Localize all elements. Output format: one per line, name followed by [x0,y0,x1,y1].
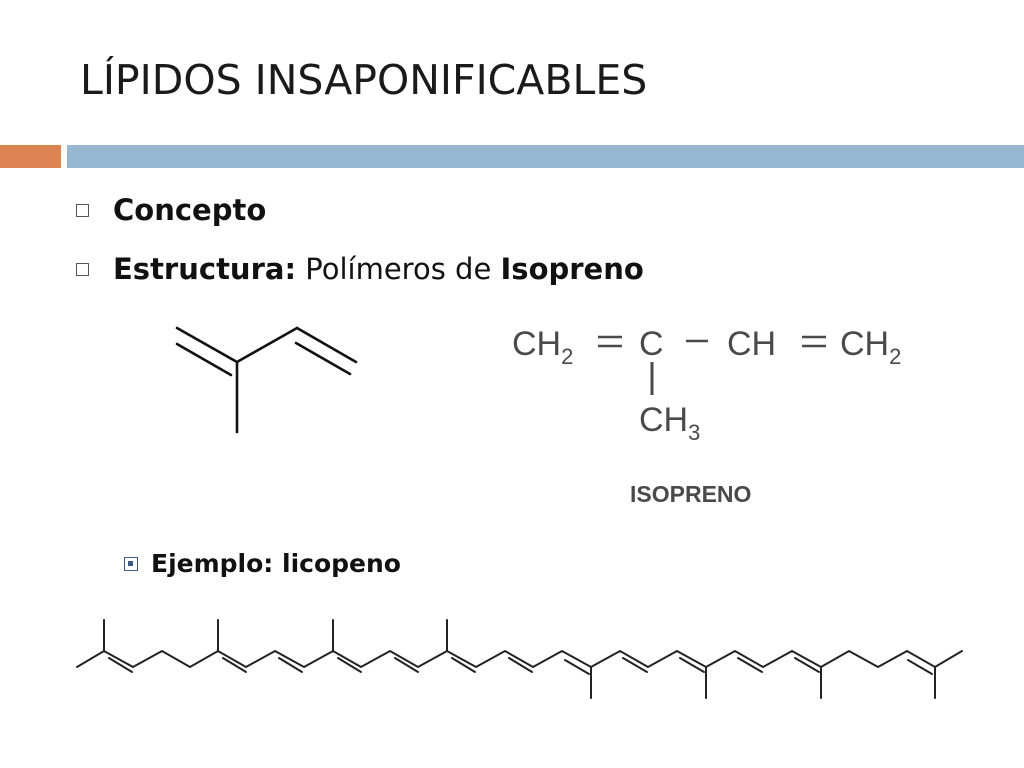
bullet-label-normal: Polímeros de [296,252,501,286]
sub-bullet-label: Ejemplo: licopeno [151,549,401,578]
formula-ch2-right: CH2 [840,325,901,369]
square-sub-bullet-icon [124,556,138,571]
bullet-label: Concepto [113,193,267,227]
bullet-label: Estructura: Polímeros de Isopreno [113,252,644,286]
bullet-label-bold-2: Isopreno [500,252,644,286]
accent-bar-orange [0,145,61,168]
formula-caption: ISOPRENO [630,481,751,507]
formula-c-center: C [639,325,664,363]
bullet-label-bold: Estructura: [113,252,297,286]
accent-bar-blue [67,145,1024,168]
square-bullet-icon [76,203,89,217]
formula-ch2-left: CH2 [512,325,573,369]
slide-title: LÍPIDOS INSAPONIFICABLES [80,56,648,104]
double-bond-icon [802,335,826,348]
formula-ch3: CH3 [639,401,700,445]
bullet-estructura: Estructura: Polímeros de Isopreno [76,252,644,286]
bullet-concepto: Concepto [76,193,266,227]
formula-ch-right: CH [727,325,776,363]
sub-bullet-ejemplo: Ejemplo: licopeno [124,549,401,578]
double-bond-icon [598,335,622,348]
square-bullet-icon [76,262,89,276]
